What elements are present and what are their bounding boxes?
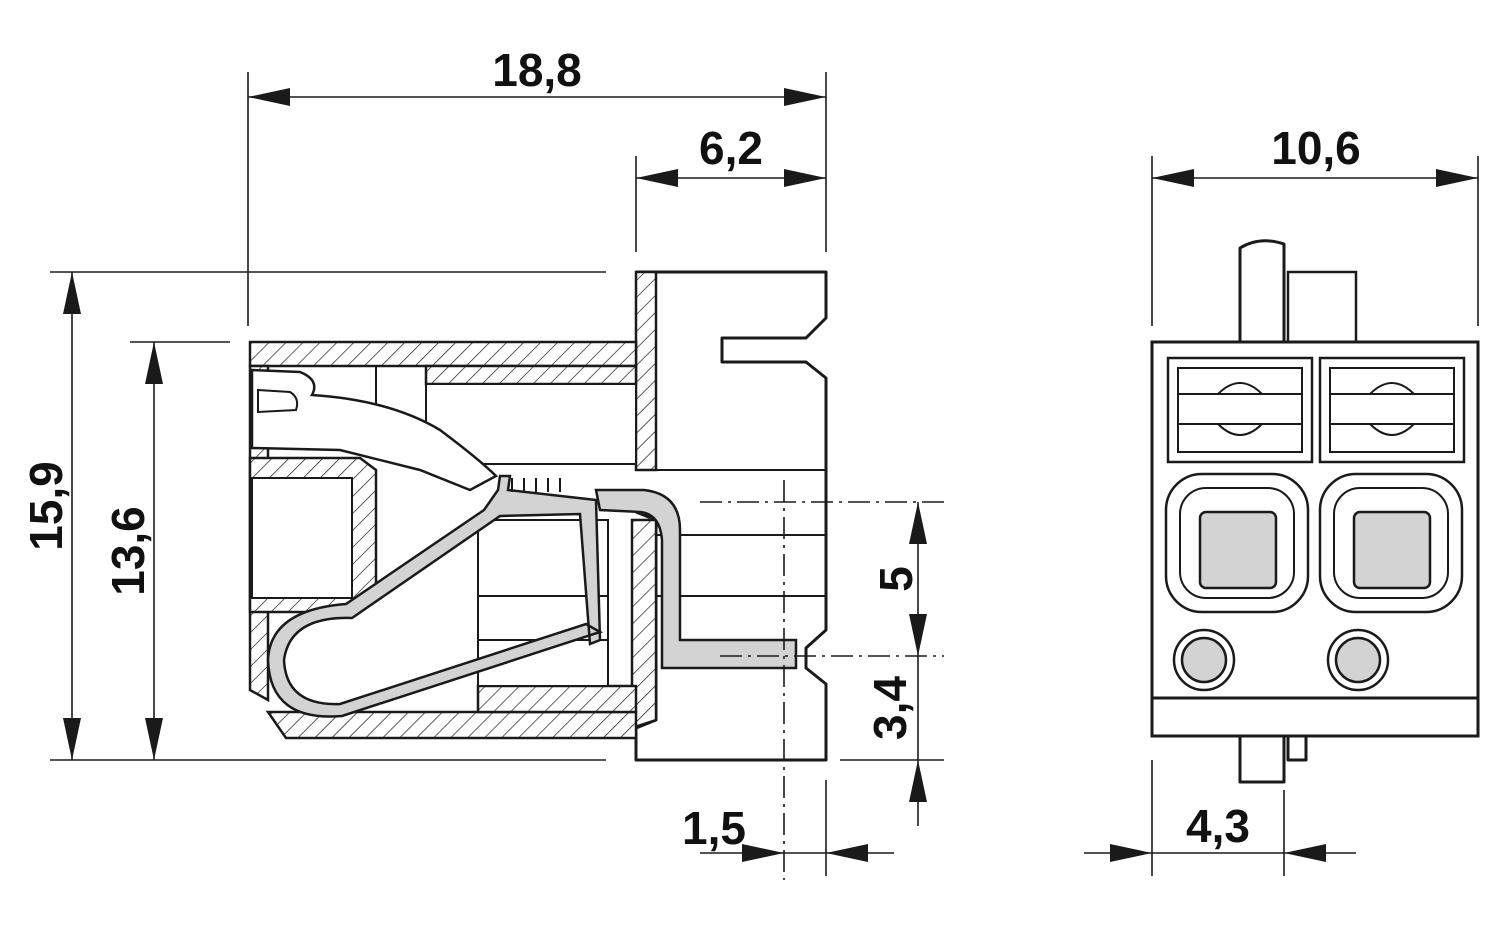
arrow xyxy=(248,88,290,106)
pin-top xyxy=(1238,239,1286,342)
arrow xyxy=(1110,844,1152,862)
pin-bottom-step xyxy=(1286,736,1308,762)
front-wall-lower-section xyxy=(630,518,658,730)
wire-entry-cavity xyxy=(251,477,353,599)
push-lever xyxy=(250,368,499,492)
arrow xyxy=(909,760,927,802)
wire-entry-1 xyxy=(1164,472,1310,614)
arrow xyxy=(826,844,868,862)
dim-end-width: 10,6 xyxy=(1271,122,1361,174)
release-slot-2 xyxy=(1318,356,1466,464)
pin-bottom xyxy=(1238,736,1286,784)
end-view-dimensions: 10,6 4,3 xyxy=(1084,122,1479,876)
front-wall-section xyxy=(634,270,658,472)
dim-overall-height: 15,9 xyxy=(20,461,72,551)
lever-detail xyxy=(257,388,299,414)
dim-pin-to-edge: 1,5 xyxy=(682,802,746,854)
clamp-teeth xyxy=(511,478,561,492)
side-view xyxy=(248,270,944,880)
dim-body-height: 13,6 xyxy=(102,506,154,596)
wire-entry-2 xyxy=(1318,472,1464,614)
arrow xyxy=(784,88,826,106)
dim-pitch: 5 xyxy=(870,566,922,592)
arrow xyxy=(909,614,927,656)
latch-tab xyxy=(1286,270,1358,344)
dim-pin-offset: 3,4 xyxy=(864,676,916,740)
arrow xyxy=(145,342,163,384)
bottom-guide-section xyxy=(476,684,638,714)
arrow xyxy=(1284,844,1326,862)
side-view-dimensions: 18,8 6,2 15,9 13,6 5 3,4 1,5 xyxy=(20,44,944,876)
release-slot-1 xyxy=(1166,356,1314,464)
dim-end-offset: 4,3 xyxy=(1186,800,1250,852)
dim-overall-width: 18,8 xyxy=(492,44,582,96)
arrow xyxy=(145,718,163,760)
arrow xyxy=(909,502,927,544)
arrow xyxy=(784,169,826,187)
dim-front-width: 6,2 xyxy=(699,122,763,174)
guide-section xyxy=(424,364,638,386)
test-hole-2 xyxy=(1334,636,1382,684)
arrow xyxy=(636,169,678,187)
housing-top-section xyxy=(248,340,638,368)
end-view xyxy=(1150,239,1480,784)
arrow xyxy=(742,844,784,862)
contact-pin xyxy=(594,488,798,670)
arrow xyxy=(63,272,81,314)
arrow xyxy=(63,718,81,760)
spring xyxy=(266,474,604,718)
arrow xyxy=(1152,169,1194,187)
arrow xyxy=(1436,169,1478,187)
test-hole-1 xyxy=(1180,636,1228,684)
